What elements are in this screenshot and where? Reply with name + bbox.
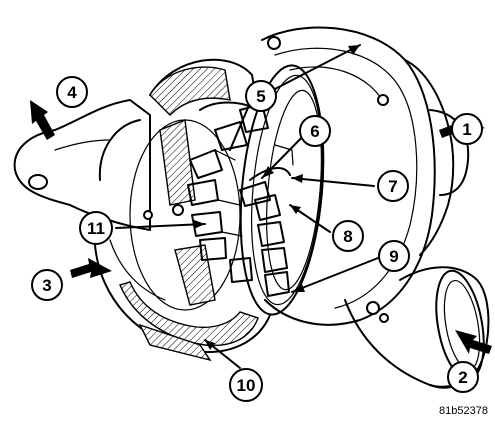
callout-label: 3 — [42, 276, 51, 295]
exhaust-arrow-3 — [70, 258, 112, 278]
callout-2: 2 — [447, 361, 479, 393]
callout-label: 6 — [310, 122, 319, 141]
turbine-housing — [13, 58, 271, 362]
callout-label: 11 — [87, 219, 105, 238]
callout-7: 7 — [377, 170, 409, 202]
callout-9: 9 — [378, 240, 410, 272]
callout-3: 3 — [31, 269, 63, 301]
callout-10: 10 — [229, 368, 263, 402]
callout-5: 5 — [245, 80, 277, 112]
callout-4: 4 — [56, 76, 88, 108]
callout-label: 10 — [237, 376, 256, 395]
callout-6: 6 — [299, 115, 331, 147]
callout-label: 4 — [67, 83, 77, 102]
callout-label: 8 — [343, 227, 352, 246]
callout-label: 1 — [462, 120, 471, 139]
callout-1: 1 — [451, 113, 483, 145]
turbine-wheel — [187, 103, 294, 297]
compressor-housing — [261, 26, 490, 389]
figure-reference-id: 81b52378 — [439, 405, 488, 417]
inlet-arrow-4 — [30, 100, 55, 140]
backplate-ring — [239, 64, 325, 316]
outlet-arrow-2 — [455, 330, 492, 354]
callout-label: 2 — [458, 368, 467, 387]
callout-label: 7 — [388, 177, 397, 196]
callout-8: 8 — [332, 220, 364, 252]
callout-11: 11 — [79, 211, 113, 245]
callout-label: 5 — [256, 87, 265, 106]
callout-label: 9 — [389, 247, 398, 266]
leader-lines — [115, 44, 379, 369]
